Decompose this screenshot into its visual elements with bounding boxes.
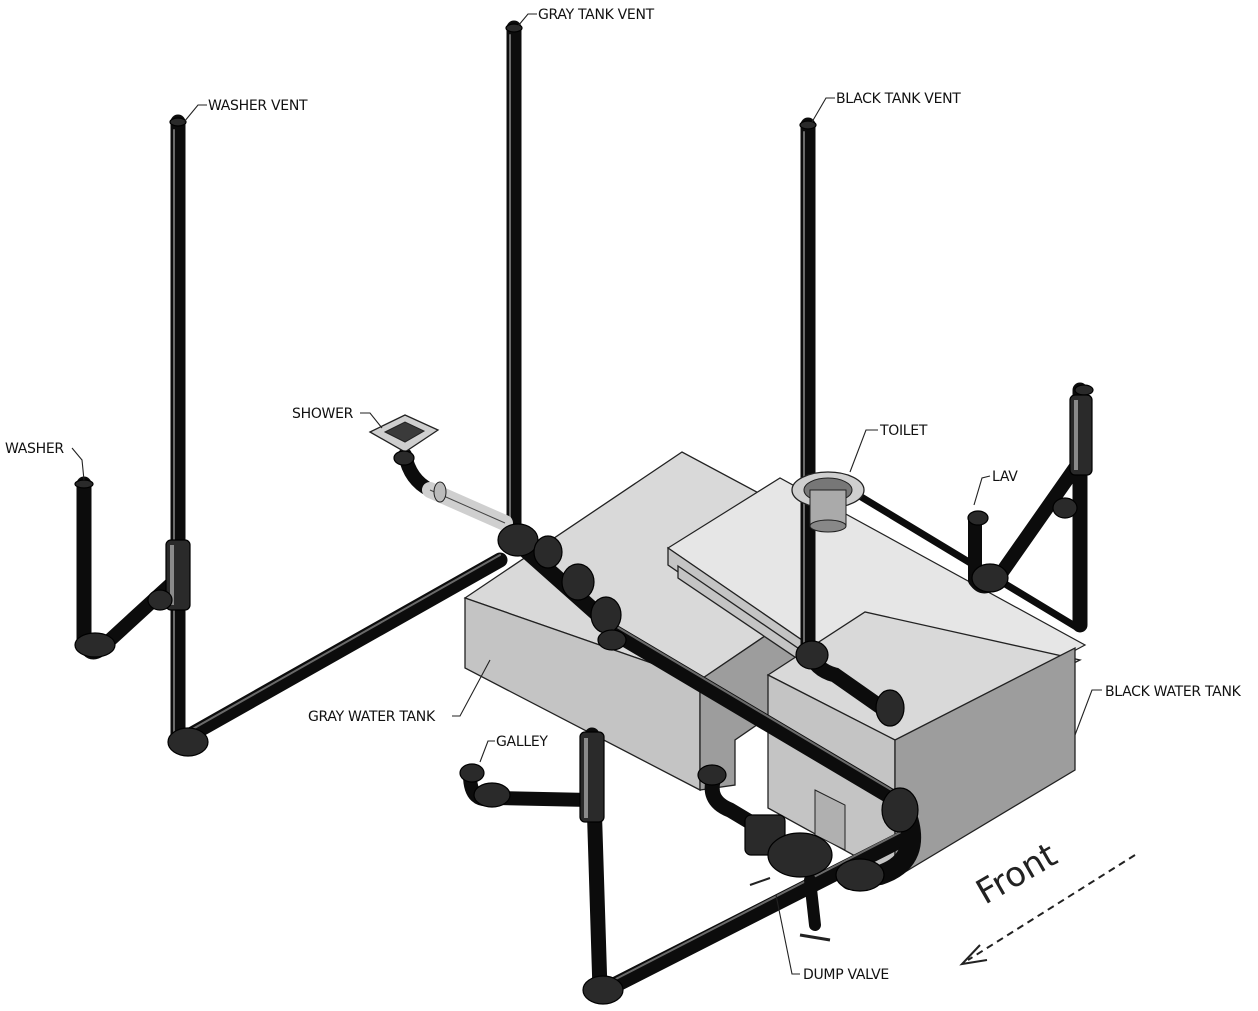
fittings: [74, 23, 1094, 1005]
front-arrowhead-icon: [959, 944, 988, 966]
label-gray-water-tank: GRAY WATER TANK: [308, 709, 436, 725]
toilet-flange-icon: [791, 471, 865, 533]
label-gray-tank-vent: GRAY TANK VENT: [538, 7, 655, 23]
front-indicator: Front: [959, 835, 1136, 966]
dump-valve-icon: [697, 764, 919, 942]
label-dump-valve: DUMP VALVE: [803, 967, 889, 983]
label-washer-vent: WASHER VENT: [208, 98, 308, 114]
label-black-tank-vent: BLACK TANK VENT: [836, 91, 961, 107]
front-arrow: [967, 854, 1136, 961]
label-shower: SHOWER: [292, 406, 354, 422]
label-black-water-tank: BLACK WATER TANK: [1105, 684, 1242, 700]
labels: GRAY TANK VENT WASHER VENT BLACK TANK VE…: [5, 7, 1242, 983]
label-galley: GALLEY: [496, 734, 548, 750]
label-washer: WASHER: [5, 441, 64, 457]
label-toilet: TOILET: [879, 423, 928, 439]
leader-lines: [71, 13, 1102, 975]
label-lav: LAV: [992, 469, 1018, 485]
label-front: Front: [970, 835, 1064, 913]
